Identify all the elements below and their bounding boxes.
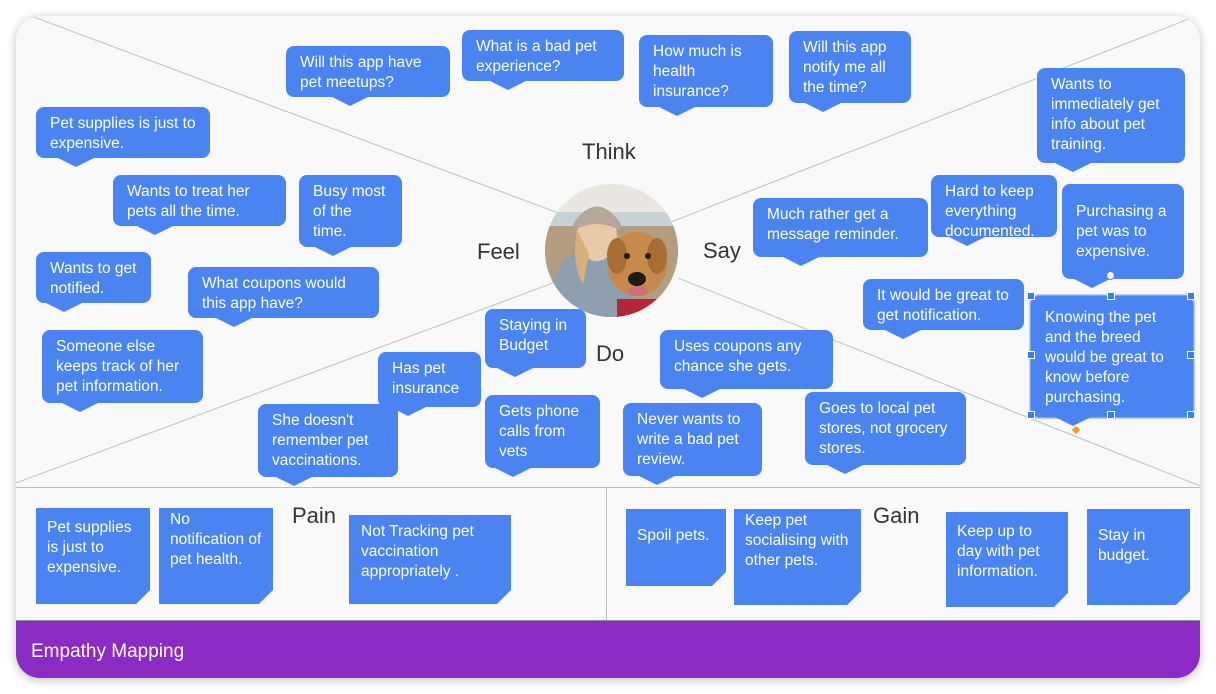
resize-handle[interactable] bbox=[1187, 292, 1195, 300]
page-fold bbox=[497, 590, 511, 604]
resize-handle[interactable] bbox=[1027, 292, 1035, 300]
pain-sticky-note[interactable]: No notification of pet health. bbox=[159, 508, 273, 604]
feel-note[interactable]: Wants to get notified. bbox=[36, 252, 151, 312]
say-note[interactable]: Purchasing a pet was to expensive. bbox=[1062, 184, 1184, 288]
section-label-gain: Gain bbox=[873, 503, 920, 528]
say-note[interactable]: Much rather get a message reminder. bbox=[753, 198, 928, 266]
feel-note[interactable]: Wants to treat her pets all the time. bbox=[113, 175, 286, 235]
quadrant-label-feel: Feel bbox=[477, 239, 520, 264]
persona-photo[interactable] bbox=[545, 184, 678, 317]
gain-note-text: Keep up to day with pet information. bbox=[957, 523, 1040, 580]
quadrant-label-think: Think bbox=[582, 139, 636, 164]
quadrant-label-say: Say bbox=[703, 238, 741, 263]
say-note[interactable]: Wants to immediately get info about pet … bbox=[1037, 68, 1185, 172]
feel-note[interactable]: Someone else keeps track of her pet info… bbox=[42, 330, 203, 412]
gain-sticky-note[interactable]: Keep up to day with pet information. bbox=[946, 512, 1068, 607]
gain-note-text: Stay in budget. bbox=[1098, 527, 1150, 564]
feel-note[interactable]: Pet supplies is just to expensive. bbox=[36, 107, 210, 167]
divider-top-left bbox=[30, 16, 562, 215]
feel-note[interactable]: Busy most of the time. bbox=[299, 175, 402, 256]
resize-handle[interactable] bbox=[1107, 292, 1115, 300]
page-fold bbox=[136, 590, 150, 604]
gain-sticky-note[interactable]: Spoil pets. bbox=[626, 509, 726, 586]
think-note[interactable]: Will this app have pet meetups? bbox=[286, 46, 450, 106]
do-note[interactable]: Never wants to write a bad pet review. bbox=[623, 403, 762, 485]
pain-sticky-note[interactable]: Pet supplies is just to expensive. bbox=[36, 508, 150, 604]
do-note[interactable]: Goes to local pet stores, not grocery st… bbox=[805, 392, 966, 474]
resize-handle[interactable] bbox=[1027, 351, 1035, 359]
think-note[interactable]: How much is health insurance? bbox=[639, 35, 773, 116]
say-note-selected[interactable]: Knowing the pet and the breed would be g… bbox=[1030, 295, 1194, 426]
pain-sticky-note[interactable]: Not Tracking pet vaccination appropriate… bbox=[349, 515, 511, 604]
footer-title: Empathy Mapping bbox=[31, 641, 185, 662]
quadrant-label-do: Do bbox=[596, 341, 625, 366]
map-bottom-divider bbox=[16, 487, 1200, 488]
rotate-handle[interactable] bbox=[1106, 271, 1115, 280]
page-fold bbox=[1176, 591, 1190, 605]
page-fold bbox=[1054, 593, 1068, 607]
page-fold bbox=[259, 590, 273, 604]
quadrant-dividers bbox=[16, 16, 1200, 487]
footer-bar: Empathy Mapping bbox=[16, 620, 1200, 678]
gain-sticky-note[interactable]: Keep pet socialising with other pets. bbox=[734, 509, 861, 605]
divider-bottom-right bbox=[677, 277, 1200, 487]
resize-handle[interactable] bbox=[1187, 351, 1195, 359]
do-note[interactable]: Uses coupons any chance she gets. bbox=[660, 330, 833, 398]
persona-illustration bbox=[545, 184, 678, 317]
divider-top-right bbox=[665, 17, 1192, 225]
feel-note[interactable]: What coupons would this app have? bbox=[188, 267, 379, 327]
pain-note-text: Pet supplies is just to expensive. bbox=[47, 519, 132, 576]
gain-sticky-note[interactable]: Stay in budget. bbox=[1087, 509, 1190, 605]
pain-note-text: Not Tracking pet vaccination appropriate… bbox=[361, 523, 474, 580]
resize-handle[interactable] bbox=[1107, 411, 1115, 419]
gain-note-text: Keep pet socialising with other pets. bbox=[745, 512, 849, 569]
section-label-pain: Pain bbox=[292, 503, 337, 528]
resize-handle[interactable] bbox=[1027, 411, 1035, 419]
think-note[interactable]: What is a bad pet experience? bbox=[462, 30, 624, 90]
do-note[interactable]: Staying in Budget bbox=[485, 309, 586, 377]
do-note[interactable]: Has pet insurance bbox=[378, 352, 481, 416]
say-note[interactable]: Hard to keep everything documented. bbox=[931, 175, 1057, 246]
page-fold bbox=[847, 591, 861, 605]
divider-bottom-left bbox=[16, 279, 562, 484]
pain-note-text: No notification of pet health. bbox=[170, 511, 262, 568]
think-note[interactable]: Will this app notify me all the time? bbox=[789, 31, 911, 112]
say-note[interactable]: It would be great to get notification. bbox=[863, 279, 1024, 339]
do-note[interactable]: Gets phone calls from vets bbox=[485, 395, 600, 477]
resize-handle[interactable] bbox=[1187, 411, 1195, 419]
gain-note-text: Spoil pets. bbox=[637, 527, 710, 544]
page-fold bbox=[712, 572, 726, 586]
empathy-map-canvas: Think Feel Say Do Will this app have pet… bbox=[16, 16, 1200, 678]
do-note[interactable]: She doesn't remember pet vaccinations. bbox=[258, 404, 398, 486]
pain-gain-divider bbox=[606, 488, 607, 620]
